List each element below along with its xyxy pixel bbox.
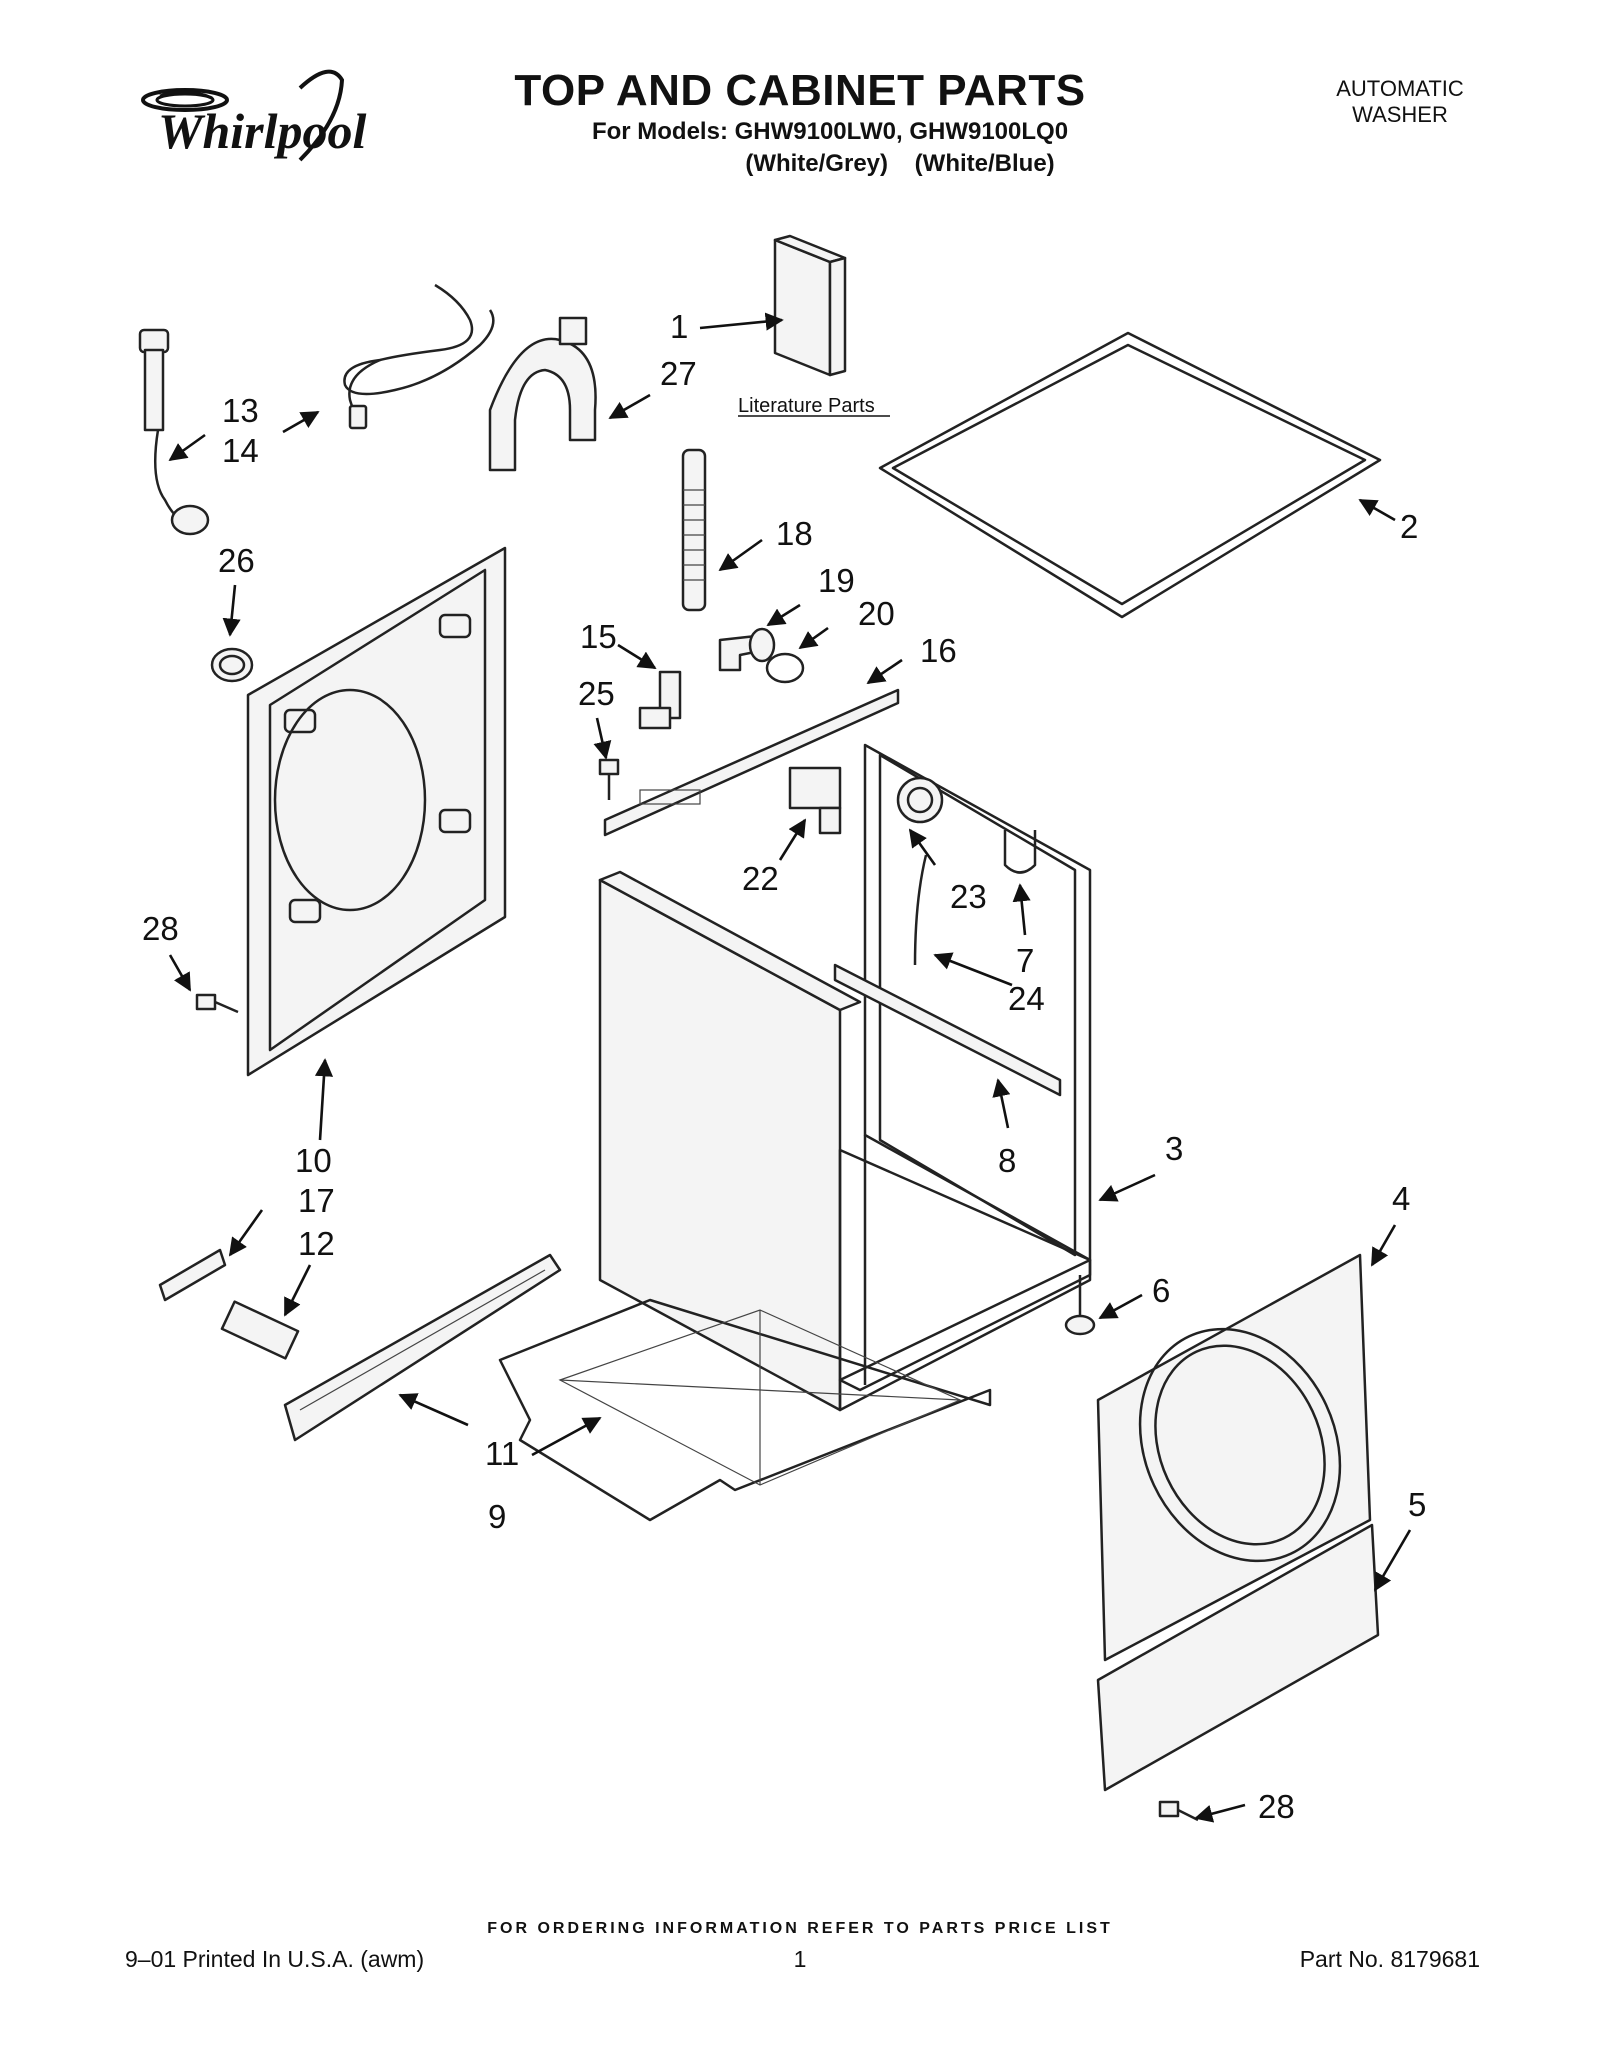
rear-panel-part [246,546,507,1077]
callout-16: 16 [920,632,957,669]
literature-parts-label: Literature Parts [738,395,875,417]
top-gasket-part [878,331,1382,619]
base-pad-part [498,1298,992,1522]
appliance-type-line1: AUTOMATIC [1336,76,1464,101]
print-info: 9–01 Printed In U.S.A. (awm) [125,1946,425,1972]
callout-15: 15 [580,618,617,655]
callout-27: 27 [660,355,697,392]
callout-22: 22 [742,860,779,897]
power-cord-part [343,283,495,430]
callout-13: 13 [222,392,259,429]
callout-4: 4 [1392,1180,1410,1217]
screw-part-25 [598,758,620,800]
callout-18: 18 [776,515,813,552]
callout-7: 7 [1016,942,1034,979]
callout-28-left: 28 [142,910,179,947]
hook-part [1003,830,1037,874]
tube-part [913,854,928,966]
callout-14: 14 [222,432,259,469]
cross-brace-part [833,963,1062,1097]
callout-11: 11 [485,1435,519,1472]
pressure-switch-part [896,776,944,824]
callout-24: 24 [1008,980,1045,1017]
callout-28-right: 28 [1258,1788,1295,1825]
plug-part [210,647,254,683]
page-title: TOP AND CABINET PARTS [514,66,1086,115]
top-brace-part [603,688,900,837]
callout-10: 10 [295,1142,332,1179]
hose-clamp-part [765,652,805,684]
model-colors: (White/Grey) (White/Blue) [745,150,1055,177]
callout-labels: 1 2 3 4 5 6 7 8 9 10 11 12 13 14 15 16 1… [142,308,1426,1825]
spring-part [220,1300,300,1360]
bottom-rail-part [283,1253,562,1442]
leader-arrows [168,312,1412,1823]
callout-9: 9 [488,1498,506,1535]
callout-25: 25 [578,675,615,712]
callout-8: 8 [998,1142,1016,1179]
leveling-leg-part [1064,1275,1096,1336]
toe-panel-part [1096,1523,1380,1792]
callout-6: 6 [1152,1272,1170,1309]
callout-5: 5 [1408,1486,1426,1523]
ordering-note: FOR ORDERING INFORMATION REFER TO PARTS … [487,1920,1113,1937]
front-panel-part [1096,1253,1372,1662]
logo-wordmark: Whirlpool [158,103,367,159]
hose-guide-part [488,316,597,472]
callout-12: 12 [298,1225,335,1262]
callout-1: 1 [670,308,688,345]
hose-elbow-part [718,627,776,672]
screw-part-28-left [195,993,239,1014]
literature-parts [773,234,847,377]
page-number: 1 [793,1946,807,1972]
callout-17: 17 [298,1182,335,1219]
model-numbers: For Models: GHW9100LW0, GHW9100LQ0 [591,118,1069,145]
cabinet-part [598,743,1092,1412]
drain-hose-part [681,448,707,612]
document-part-number: Part No. 8179681 [1299,1946,1480,1972]
callout-2: 2 [1400,508,1418,545]
bracket-part [638,670,682,730]
callout-20: 20 [858,595,895,632]
callout-23: 23 [950,878,987,915]
callout-19: 19 [818,562,855,599]
inlet-hose-part [138,328,210,536]
clip-part [158,1248,227,1302]
callout-3: 3 [1165,1130,1183,1167]
whirlpool-logo: Whirlpool [141,69,367,162]
appliance-type-line2: WASHER [1352,102,1448,127]
screw-part-28-right [1158,1800,1199,1822]
lid-switch-part [788,766,842,835]
callout-26: 26 [218,542,255,579]
